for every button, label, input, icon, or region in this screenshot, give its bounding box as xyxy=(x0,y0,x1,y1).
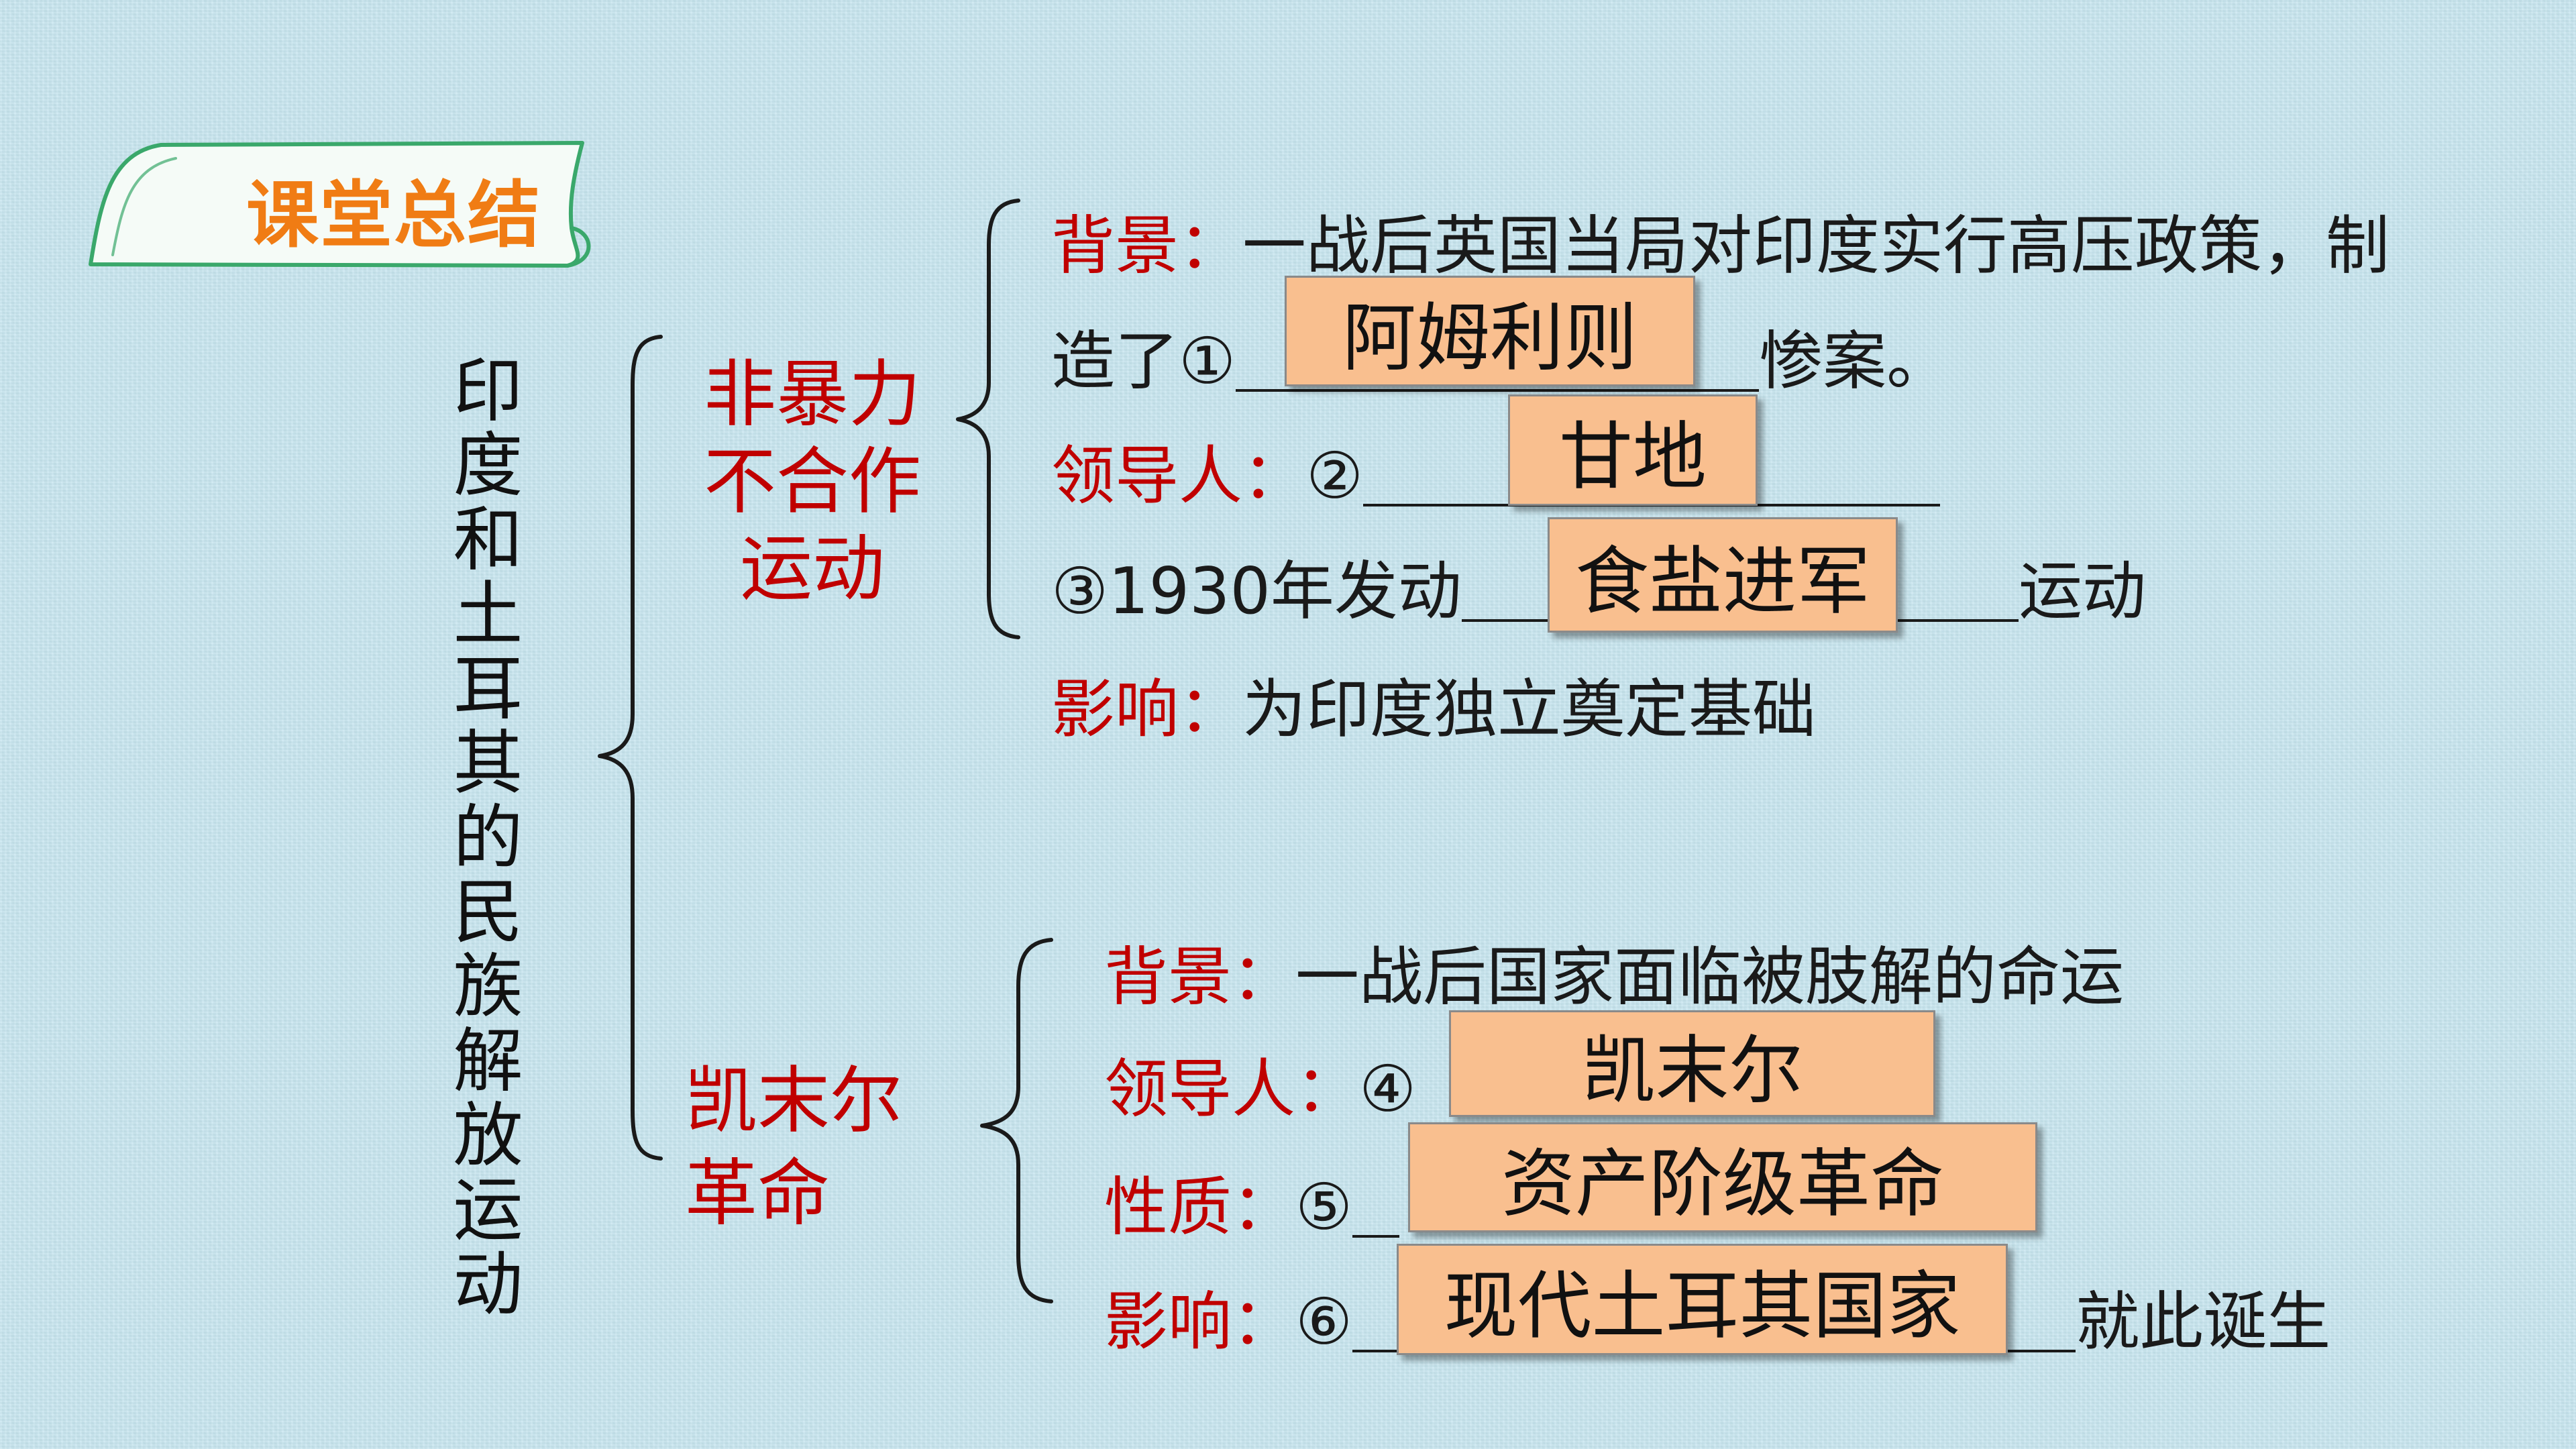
topic-vertical-title: 印度和土耳其的民族解放运动 xyxy=(441,354,523,1322)
india-movement-before: ③1930年发动 xyxy=(1051,555,1462,629)
branch-india-name-line: 不合作 xyxy=(703,440,921,524)
answer-box-2: 甘地 xyxy=(1508,394,1758,506)
answer-text-2: 甘地 xyxy=(1559,414,1707,500)
turkey-background-text: 一战后国家面临被肢解的命运 xyxy=(1295,941,2125,1014)
branch-turkey-name-line: 凯末尔 xyxy=(685,1059,903,1143)
india-leader-number: ② xyxy=(1306,439,1364,513)
india-background-row: 背景：一战后英国当局对印度实行高压政策，制 xyxy=(1051,213,2390,280)
title-tab-curl xyxy=(566,226,591,268)
turkey-leader-row: 领导人：④ xyxy=(1104,1056,1416,1123)
turkey-leader-number: ④ xyxy=(1359,1053,1417,1126)
turkey-nature-label: 性质： xyxy=(1104,1171,1296,1244)
branch-india-name-line: 运动 xyxy=(739,527,885,611)
turkey-nature-row: 性质：⑤ xyxy=(1104,1171,1400,1244)
slide-title: 课堂总结 xyxy=(246,174,542,258)
india-impact-label: 影响： xyxy=(1051,673,1243,747)
answer-box-4: 凯末尔 xyxy=(1449,1010,1935,1117)
turkey-brace xyxy=(980,938,1053,1303)
answer-text-3: 食盐进军 xyxy=(1575,539,1870,625)
india-background-after: 惨案。 xyxy=(1759,325,1951,398)
title-tab-inner-swoosh xyxy=(111,157,177,256)
india-brace xyxy=(956,199,1020,639)
turkey-impact-number: ⑥ xyxy=(1295,1285,1353,1359)
answer-text-6: 现代土耳其国家 xyxy=(1444,1263,1961,1349)
india-impact-text: 为印度独立奠定基础 xyxy=(1242,673,1817,747)
india-impact-row: 影响：为印度独立奠定基础 xyxy=(1051,676,1816,743)
india-background-text: 一战后英国当局对印度实行高压政策，制 xyxy=(1242,209,2390,283)
answer-text-4: 凯末尔 xyxy=(1581,1027,1803,1114)
branch-turkey-name-line: 革命 xyxy=(685,1152,830,1236)
answer-blank-5 xyxy=(1352,1178,1400,1238)
india-background-continuation-row: 造了① 惨案。 xyxy=(1051,328,1950,395)
answer-box-3: 食盐进军 xyxy=(1548,517,1898,633)
answer-box-5: 资产阶级革命 xyxy=(1408,1122,2037,1232)
answer-blank-1 xyxy=(1236,332,1760,392)
answer-text-5: 资产阶级革命 xyxy=(1501,1141,1944,1227)
answer-box-1: 阿姆利则 xyxy=(1285,276,1695,386)
turkey-nature-number: ⑤ xyxy=(1295,1171,1353,1244)
india-movement-after: 运动 xyxy=(2018,555,2146,629)
answer-box-6: 现代土耳其国家 xyxy=(1397,1244,2008,1355)
branch-turkey-name: 凯末尔 革命 xyxy=(685,1055,926,1240)
turkey-background-row: 背景：一战后国家面临被肢解的命运 xyxy=(1104,944,2124,1011)
india-leader-label: 领导人： xyxy=(1051,439,1307,513)
branch-india-name-line: 非暴力 xyxy=(703,353,921,437)
india-leader-row: 领导人：② xyxy=(1051,443,1941,510)
title-tab xyxy=(89,141,584,268)
india-background-label: 背景： xyxy=(1051,209,1243,283)
india-movement-row: ③1930年发动运动 xyxy=(1051,558,2146,625)
turkey-impact-after: 就此诞生 xyxy=(2076,1285,2331,1359)
main-brace xyxy=(598,335,663,1161)
turkey-leader-label: 领导人： xyxy=(1104,1053,1360,1126)
turkey-background-label: 背景： xyxy=(1104,941,1296,1014)
india-background-continuation: 造了① xyxy=(1051,325,1236,398)
answer-text-1: 阿姆利则 xyxy=(1342,294,1638,381)
turkey-impact-label: 影响： xyxy=(1104,1285,1296,1359)
branch-india-name: 非暴力 不合作 运动 xyxy=(702,352,923,613)
